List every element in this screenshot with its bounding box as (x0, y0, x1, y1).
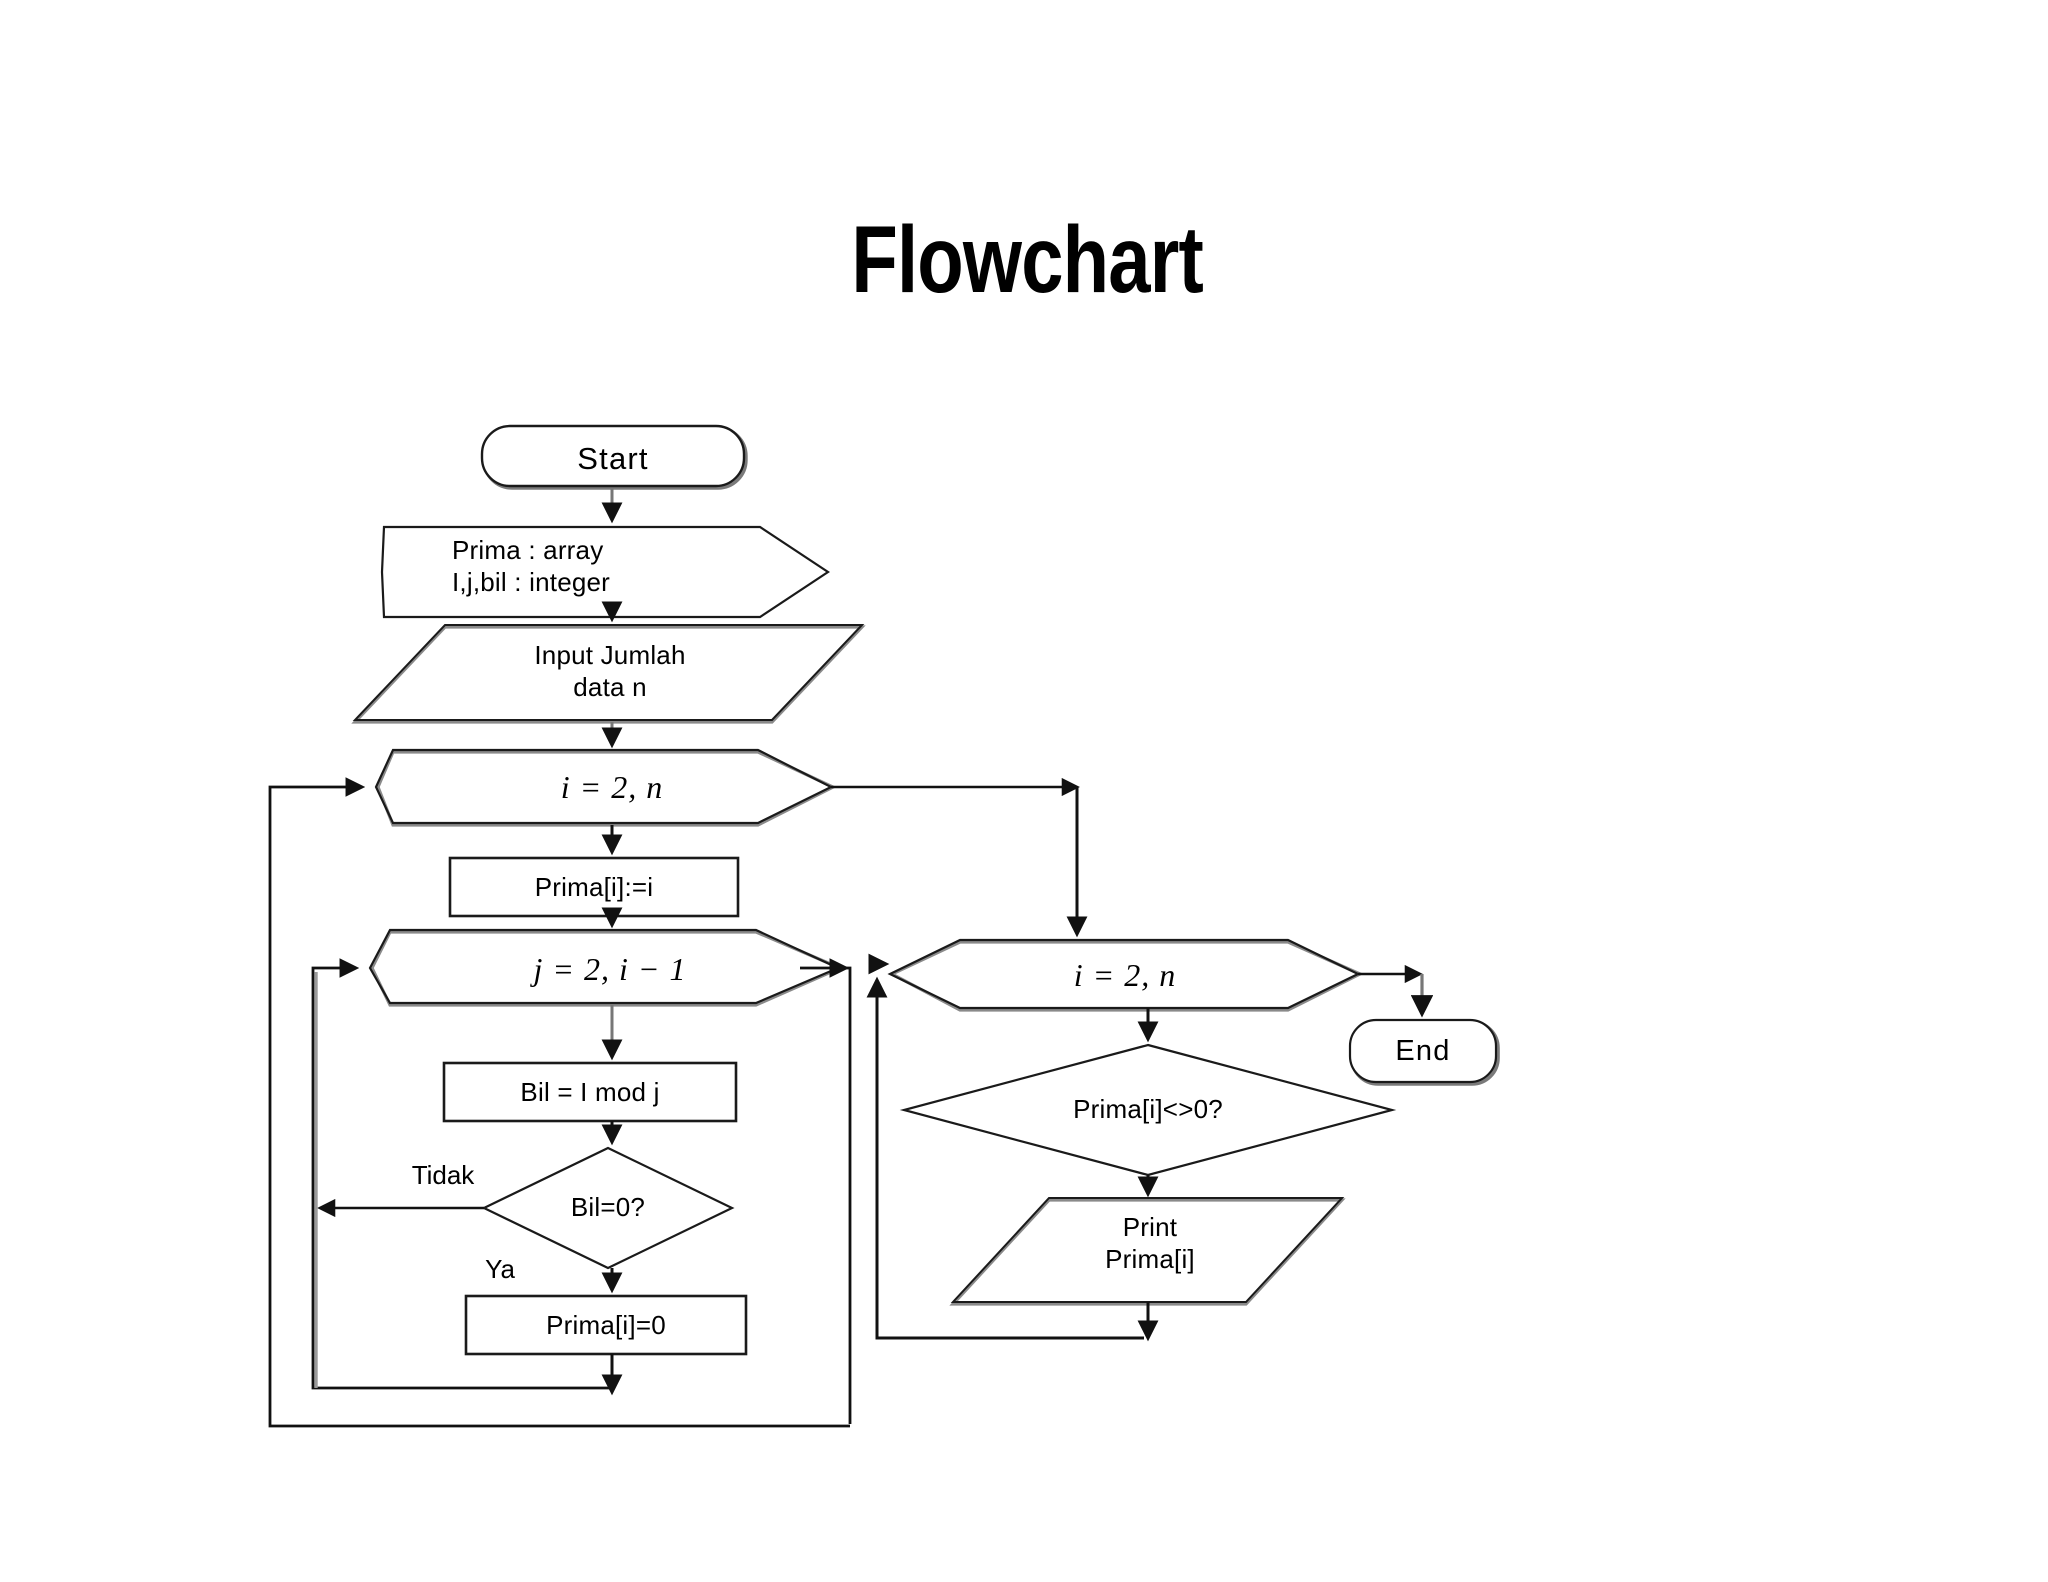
node-loop-i-first[interactable] (374, 748, 837, 827)
node-declare[interactable] (380, 525, 830, 619)
edge-loopj-exit-right (838, 966, 852, 1424)
node-print[interactable] (949, 1197, 1346, 1306)
node-bil[interactable] (442, 1061, 738, 1123)
node-prima-check[interactable] (899, 1043, 1397, 1177)
node-input[interactable] (351, 624, 866, 724)
node-bil-zero[interactable] (481, 1146, 735, 1270)
node-start[interactable] (480, 424, 748, 490)
node-end[interactable] (1348, 1018, 1500, 1086)
edge-outer-loop-return (268, 777, 850, 1428)
edge-right-loop-return (866, 976, 1144, 1340)
edge-inner-loop-return (311, 958, 612, 1390)
node-prima-zero[interactable] (464, 1294, 748, 1356)
node-loop-i-second[interactable] (887, 938, 1364, 1012)
node-assign[interactable] (448, 856, 740, 918)
node-loop-j[interactable] (368, 928, 845, 1007)
page-title: Flowchart (851, 207, 1204, 313)
